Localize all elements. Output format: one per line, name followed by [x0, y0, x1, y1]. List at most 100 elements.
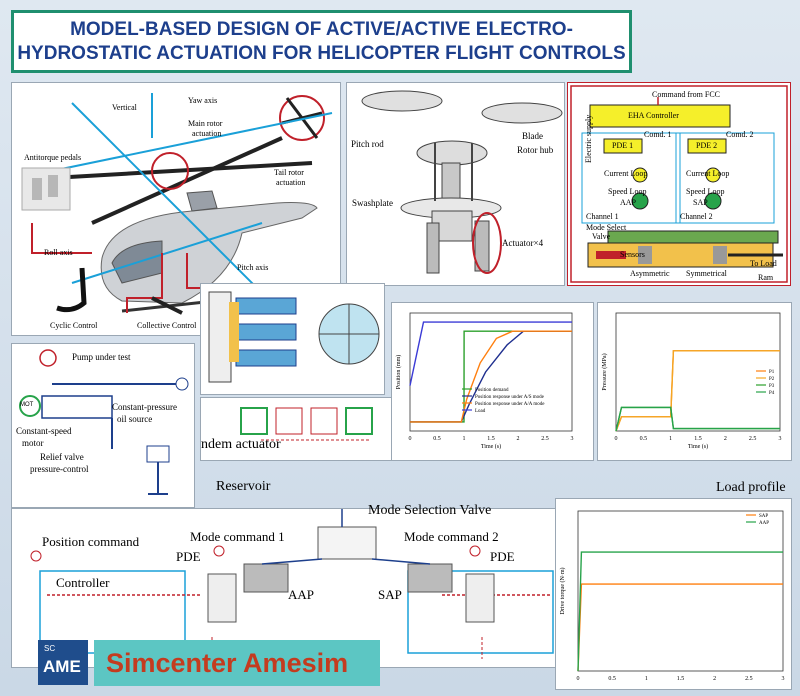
tandem-actuator-panel — [200, 397, 392, 461]
label-ram: Ram — [758, 273, 774, 282]
x-tick-label: 1 — [669, 436, 672, 442]
series-line-1 — [577, 551, 783, 672]
brand-name: Simcenter Amesim — [94, 640, 380, 686]
title-line-2: HYDROSTATIC ACTUATION FOR HELICOPTER FLI… — [17, 43, 626, 64]
x-tick-label: 2 — [724, 436, 727, 442]
x-tick-label: 0.5 — [608, 676, 616, 682]
label-main-actuation: actuation — [192, 129, 222, 138]
plot-area — [409, 312, 573, 432]
series-line-0 — [577, 583, 783, 672]
x-tick-label: 2.5 — [745, 676, 753, 682]
label-vertical: Vertical — [112, 103, 137, 112]
legend-label-0: SAP — [759, 514, 768, 519]
label-pitch-rod: Pitch rod — [351, 139, 384, 149]
label-cmd1: Comd. 1 — [644, 130, 672, 139]
series-line-0 — [410, 330, 572, 423]
title-line-1: MODEL-BASED DESIGN OF ACTIVE/ACTIVE ELEC… — [70, 19, 573, 40]
label-oil-source: oil source — [117, 414, 153, 424]
simcenter-logo: SC AME — [38, 640, 88, 685]
label-yaw-axis: Yaw axis — [188, 96, 218, 105]
label-load-profile: Load profile — [716, 480, 786, 495]
legend-label-1: P2 — [769, 377, 775, 382]
label-cmd2: Comd. 2 — [726, 130, 754, 139]
label-mode-command-1: Mode command 1 — [190, 529, 285, 544]
legend-label-1: Position response under A/S mode — [475, 395, 545, 400]
label-actuator: Actuator×4 — [502, 238, 544, 248]
x-tick-label: 3 — [571, 436, 574, 442]
label-tail-rotor: Tail rotor — [274, 168, 304, 177]
label-speed-loop-1: Speed Loop — [608, 187, 647, 196]
x-tick-label: 1.5 — [487, 436, 495, 442]
swashplate-diagram-panel — [200, 283, 385, 395]
label-controller: Controller — [56, 575, 110, 590]
legend-label-0: P1 — [769, 370, 775, 375]
label-channel2: Channel 2 — [680, 212, 713, 221]
legend-label-2: Position response under A/A mode — [475, 402, 545, 407]
label-reservoir: Reservoir — [216, 479, 271, 494]
x-tick-label: 0 — [615, 436, 618, 442]
label-cyclic: Cyclic Control — [50, 321, 98, 330]
label-sensors: Sensors — [620, 250, 645, 259]
label-pitch-axis: Pitch axis — [237, 263, 269, 272]
label-mode-selection-valve: Mode Selection Valve — [368, 503, 492, 518]
eha-schematic — [570, 85, 788, 283]
x-axis-label: Time (s) — [481, 443, 501, 450]
plot-area — [577, 510, 784, 672]
label-pressure-control: pressure-control — [30, 464, 89, 474]
label-mot: MOT — [20, 402, 34, 408]
rotor-hub-illustration — [361, 90, 563, 274]
plot-area — [615, 312, 781, 432]
label-sap: SAP — [378, 587, 402, 602]
y-axis-label: Drive torque (N·m) — [559, 568, 566, 615]
x-tick-label: 0 — [577, 676, 580, 682]
label-mode-select: Mode Select — [586, 223, 627, 232]
x-axis-label: Time (s) — [688, 443, 708, 450]
label-tandem-actuator: ndem actuator — [201, 437, 281, 452]
series-line-2 — [615, 406, 780, 432]
pump-panel: Pump under test MOT Constant-pressure oi… — [11, 343, 195, 508]
label-pde-left: PDE — [176, 549, 201, 564]
label-blade: Blade — [522, 131, 543, 141]
x-tick-label: 1.5 — [677, 676, 685, 682]
legend-label-0: Position demand — [475, 388, 509, 393]
y-axis-label: Pressure (MPa) — [601, 353, 608, 390]
title-box: MODEL-BASED DESIGN OF ACTIVE/ACTIVE ELEC… — [11, 10, 632, 73]
x-tick-label: 3 — [782, 676, 785, 682]
helicopter-illustration — [21, 93, 333, 315]
rotor-hub-panel: Blade Pitch rod Rotor hub Swashplate Act… — [346, 82, 565, 286]
x-tick-label: 2 — [517, 436, 520, 442]
label-swashplate: Swashplate — [352, 198, 393, 208]
label-mode-command-2: Mode command 2 — [404, 529, 499, 544]
tandem-actuator — [240, 407, 373, 441]
label-current-loop-1: Current Loop — [604, 169, 648, 178]
eha-schematic-panel: Command from FCC EHA Controller Comd. 1 … — [567, 82, 791, 286]
label-const-speed: Constant-speed — [16, 426, 72, 436]
x-tick-label: 3 — [779, 436, 782, 442]
legend-label-2: P3 — [769, 384, 775, 389]
label-pde-right: PDE — [490, 549, 515, 564]
label-eha-controller: EHA Controller — [628, 111, 679, 120]
series-line-1 — [410, 330, 572, 423]
label-asym: Asymmetric — [630, 269, 670, 278]
pump-schematic — [19, 349, 189, 495]
label-eha-aap: AAP — [620, 198, 637, 207]
label-motor: motor — [22, 438, 44, 448]
x-tick-label: 0 — [409, 436, 412, 442]
logo-ame: AME — [43, 657, 81, 676]
label-tail-actuation: actuation — [276, 178, 306, 187]
series-line-3 — [409, 321, 572, 386]
x-tick-label: 1.5 — [694, 436, 702, 442]
x-tick-label: 1 — [645, 676, 648, 682]
label-collective: Collective Control — [137, 321, 197, 330]
series-line-3 — [615, 406, 780, 432]
label-antitorque: Antitorque pedals — [24, 153, 82, 162]
series-line-0 — [615, 350, 780, 432]
label-current-loop-2: Current Loop — [686, 169, 730, 178]
x-tick-label: 2.5 — [541, 436, 549, 442]
swashplate-diagram — [208, 291, 380, 383]
